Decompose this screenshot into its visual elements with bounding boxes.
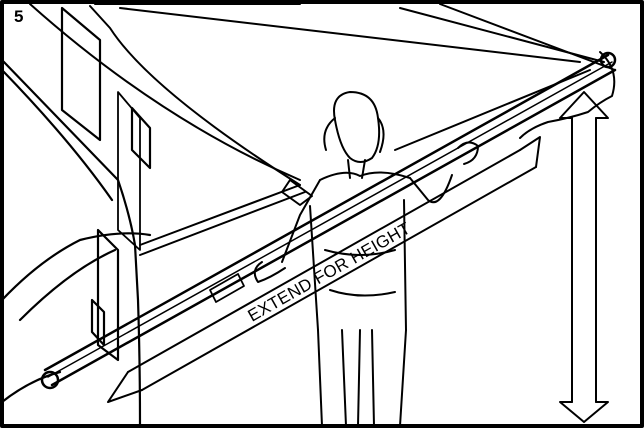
rv-wall bbox=[2, 8, 150, 426]
step-number: 5 bbox=[14, 8, 23, 25]
vertical-double-headed-arrow bbox=[560, 92, 608, 422]
arrow-label: EXTEND FOR HEIGHT bbox=[245, 219, 414, 326]
